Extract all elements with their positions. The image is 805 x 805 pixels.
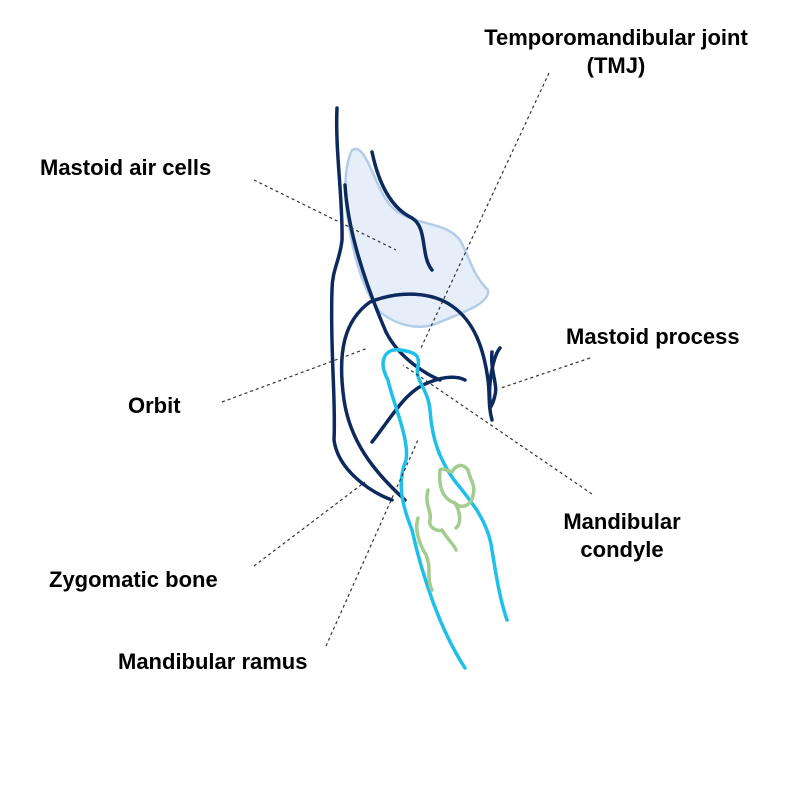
vertebra-link [453,501,462,530]
inner-temporal-line [370,150,434,272]
label-zygomatic-bone: Zygomatic bone [49,567,218,592]
mastoid-air-cells-region [344,147,490,328]
label-mastoid-process: Mastoid process [566,324,740,349]
leader-mandibular-ramus [325,439,419,647]
vertebra-middle [425,488,458,552]
leader-mastoid-process [500,357,591,389]
orbit-rim-loop [339,292,494,502]
label-mandibular-condyle-line1: Mandibular [563,509,681,534]
outer-curve [343,183,442,382]
vertebra-lower [414,516,434,592]
label-tmj: Temporomandibular joint (TMJ) [452,24,780,80]
vertebra-upper [437,463,476,508]
cervical-vertebrae [414,463,476,592]
label-orbit: Orbit [128,393,181,418]
mandibular-ramus-posterior [381,348,509,670]
label-mastoid-air-cells: Mastoid air cells [40,155,212,180]
skull-outlines [329,106,502,502]
leader-orbit [221,347,369,403]
label-mandibular-condyle-line2: condyle [580,537,664,562]
label-tmj-line1: Temporomandibular joint [484,25,748,50]
label-mandibular-ramus: Mandibular ramus [118,649,308,674]
leader-zygomatic-bone [253,481,366,567]
label-mandibular-condyle: Mandibular condyle [540,508,704,564]
orbit-inner-arc [370,375,467,444]
leader-mastoid-air-cells [253,179,397,251]
leader-mandibular-condyle [402,364,593,495]
leader-lines [221,72,593,647]
leader-tmj [419,72,550,351]
posterior-skull-outline [329,106,394,502]
mastoid-process-tip [487,346,502,404]
mandible-outline [381,348,509,670]
label-tmj-line2: (TMJ) [586,53,646,78]
